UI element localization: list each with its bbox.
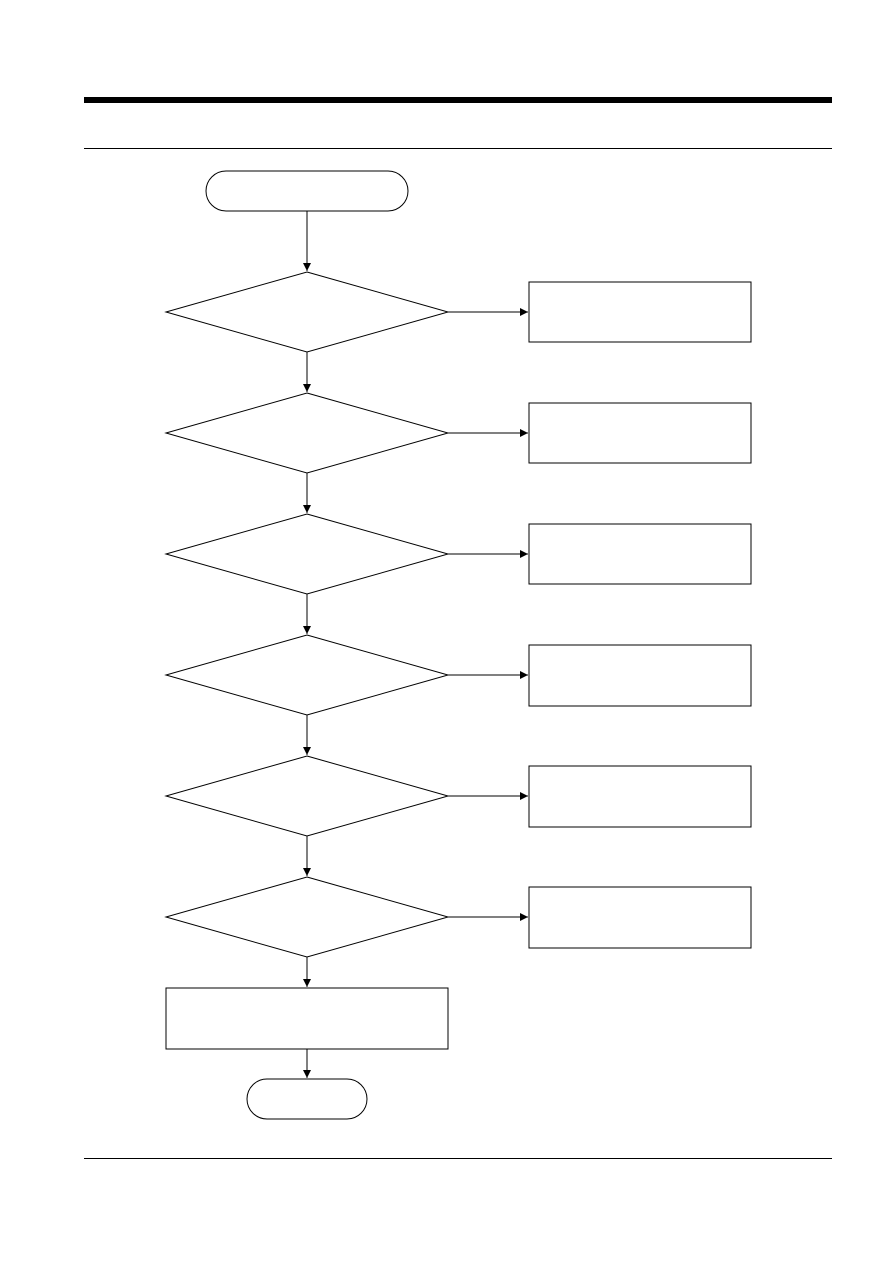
action-box-1 xyxy=(528,281,752,343)
header-thick-rule xyxy=(84,97,832,103)
decision-diamond-4 xyxy=(164,634,450,716)
decision-diamond-6 xyxy=(164,876,450,958)
start-terminator xyxy=(205,170,409,212)
decision-diamond-1 xyxy=(164,271,450,353)
action-box-2 xyxy=(528,402,752,464)
decision-diamond-3 xyxy=(164,513,450,595)
action-box-6 xyxy=(528,886,752,949)
action-box-3 xyxy=(528,523,752,585)
final-process-box xyxy=(165,987,449,1050)
header-thin-rule xyxy=(84,148,832,149)
end-terminator xyxy=(246,1078,368,1120)
action-box-5 xyxy=(528,765,752,828)
decision-diamond-2 xyxy=(164,392,450,474)
footer-rule xyxy=(84,1158,832,1159)
action-box-4 xyxy=(528,644,752,707)
decision-diamond-5 xyxy=(164,755,450,837)
